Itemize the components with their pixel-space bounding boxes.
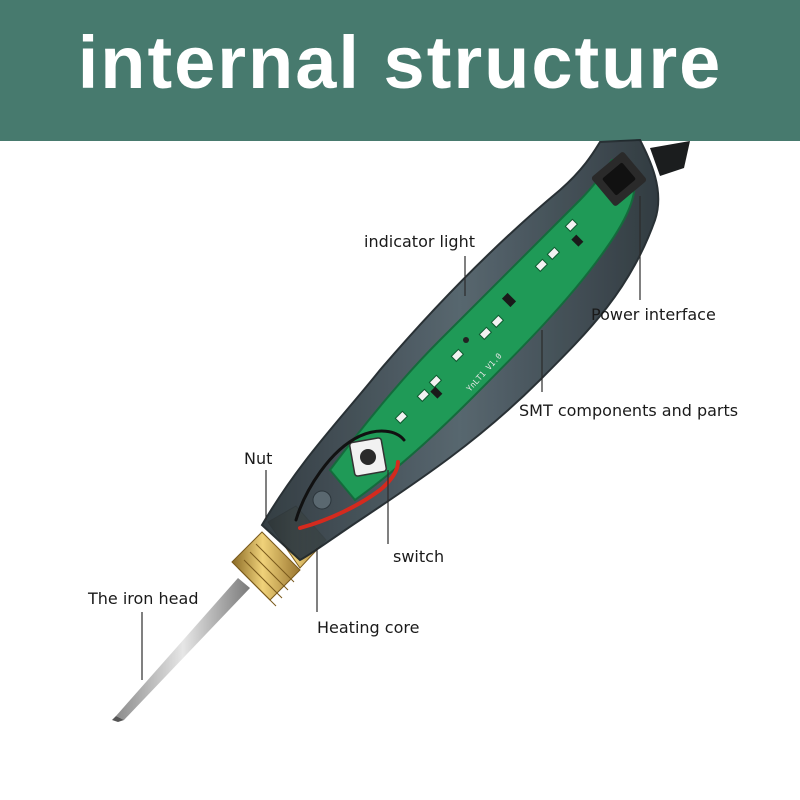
label-nut: Nut (244, 449, 273, 468)
pcb-board: YnLT1 V1.0 (312, 158, 636, 510)
brass-nut (231, 531, 301, 607)
power-connector (591, 152, 647, 206)
title-banner: internal structure (0, 0, 800, 141)
smt-components (394, 218, 579, 425)
red-wire (298, 460, 400, 530)
smt-chips (430, 234, 584, 399)
push-switch (349, 437, 387, 477)
label-smt-components: SMT components and parts (519, 401, 739, 420)
black-wire (294, 429, 406, 522)
indicator-led (463, 337, 469, 343)
label-iron-head: The iron head (88, 589, 199, 608)
label-power-interface: Power interface (591, 305, 716, 324)
label-switch: switch (393, 547, 445, 566)
label-indicator-light: indicator light (364, 232, 475, 251)
mounting-hole (312, 490, 332, 510)
iron-head (112, 578, 250, 722)
leader-lines (141, 196, 641, 680)
label-heating-core: Heating core (317, 618, 420, 637)
page-title: internal structure (77, 21, 723, 104)
power-cable (650, 141, 690, 176)
